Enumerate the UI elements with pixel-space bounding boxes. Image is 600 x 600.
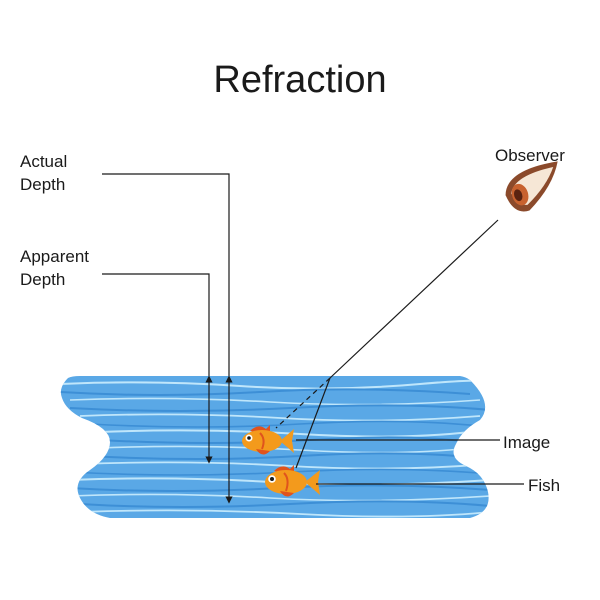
actual-depth-leader <box>102 173 230 376</box>
fish-icon <box>265 465 320 497</box>
fish-image-icon <box>242 425 294 455</box>
apparent-depth-annotation: Apparent Depth <box>20 247 213 464</box>
apparent-depth-label: Apparent <box>20 247 89 266</box>
apparent-depth-label-line2: Depth <box>20 270 65 289</box>
actual-depth-label-line2: Depth <box>20 175 65 194</box>
actual-depth-label: Actual <box>20 152 67 171</box>
apparent-ray-extension <box>275 377 331 429</box>
apparent-depth-label-line1: Apparent <box>20 247 89 266</box>
eye-icon <box>505 161 558 212</box>
fish-label: Fish <box>528 476 560 495</box>
apparent-depth-label-2: Depth <box>20 270 65 289</box>
image-label: Image <box>503 433 550 452</box>
actual-depth-label-line1: Actual <box>20 152 67 171</box>
apparent-depth-leader <box>102 273 210 376</box>
water-body <box>60 376 489 518</box>
diagram-title: Refraction <box>213 59 386 101</box>
actual-depth-label-2: Depth <box>20 175 65 194</box>
observer-label: Observer <box>495 146 565 165</box>
real-ray-in-water <box>295 377 331 469</box>
actual-depth-annotation: Actual Depth <box>20 152 233 504</box>
light-rays <box>275 219 499 469</box>
refracted-ray <box>329 219 499 379</box>
